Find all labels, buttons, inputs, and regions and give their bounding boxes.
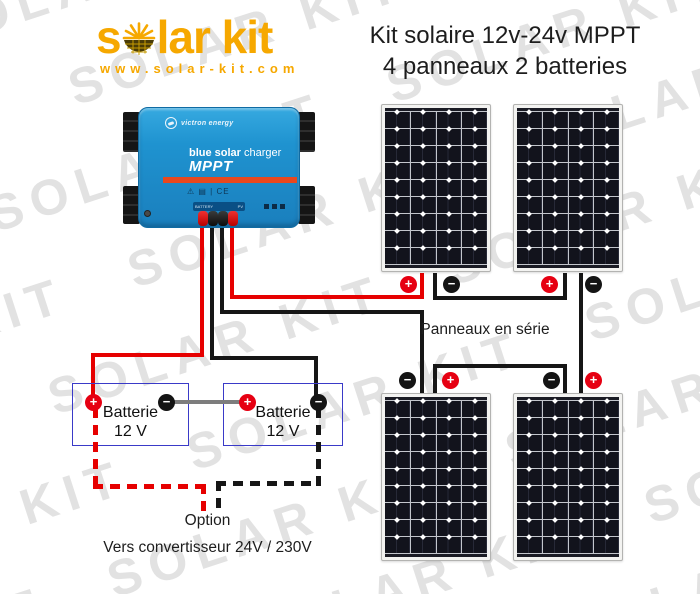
badge-battery-left-minus: − bbox=[158, 394, 175, 411]
wire-series-right-vertical bbox=[579, 273, 583, 393]
badge-panel-bl-minus: − bbox=[399, 372, 416, 389]
wire-battery-negative-v1 bbox=[210, 216, 214, 360]
badge-panel-br-minus: − bbox=[543, 372, 560, 389]
wire-battery-positive-h bbox=[91, 353, 204, 357]
badge-battery-right-plus: + bbox=[239, 394, 256, 411]
controller-orange-stripe bbox=[163, 177, 297, 183]
wire-option-red-h bbox=[93, 484, 206, 489]
solar-panel-top-left bbox=[381, 104, 491, 272]
connector-dots bbox=[264, 204, 285, 209]
badge-battery-left-plus: + bbox=[85, 394, 102, 411]
badge-panel-tl-plus: + bbox=[400, 276, 417, 293]
certification-icons: ⚠ ▤ | CE bbox=[187, 187, 230, 196]
wire-battery-positive-v1 bbox=[200, 216, 204, 357]
title-line-2: 4 panneaux 2 batteries bbox=[382, 53, 628, 80]
victron-brand-name: victron energy bbox=[181, 119, 234, 127]
terminal-block: BATTERY PV bbox=[193, 202, 245, 211]
panel-grid bbox=[517, 400, 619, 554]
wire-battery-negative-h bbox=[210, 356, 318, 360]
screw-icon bbox=[144, 210, 151, 217]
mppt-controller: victron energy blue solar charger MPPT ⚠… bbox=[138, 107, 300, 228]
wire-option-black-h bbox=[216, 481, 321, 486]
terminal-label-battery: BATTERY bbox=[195, 204, 214, 209]
wire-series-bottom-v2 bbox=[563, 364, 567, 393]
wire-option-black-v2 bbox=[216, 481, 221, 514]
wire-pv-negative-v2 bbox=[420, 310, 424, 393]
logo-url: www.solar-kit.com bbox=[100, 61, 300, 76]
terminal-label-pv: PV bbox=[237, 204, 243, 209]
battery-left: Batterie 12 V bbox=[72, 383, 189, 446]
wire-option-red-v1 bbox=[93, 408, 98, 489]
terminal-battery-negative bbox=[208, 211, 218, 226]
badge-panel-tl-minus: − bbox=[443, 276, 460, 293]
battery-right-name: Batterie bbox=[255, 404, 311, 421]
page-title: Kit solaire 12v-24v MPPT 4 panneaux 2 ba… bbox=[340, 20, 670, 82]
logo-text-post: lar kit bbox=[156, 11, 274, 63]
battery-left-voltage: 12 V bbox=[114, 423, 147, 440]
panel-grid bbox=[385, 400, 487, 554]
wire-series-top-v2 bbox=[563, 273, 567, 300]
controller-model: MPPT bbox=[189, 158, 233, 175]
wire-pv-negative-h bbox=[220, 310, 424, 314]
heatsink-fin-left-bottom bbox=[123, 186, 140, 224]
title-line-1: Kit solaire 12v-24v MPPT bbox=[369, 22, 641, 49]
controller-product-name: blue solar charger bbox=[189, 147, 282, 159]
terminal-pv-positive bbox=[228, 211, 238, 226]
battery-right: Batterie 12 V bbox=[223, 383, 343, 446]
terminal-pv-negative bbox=[218, 211, 228, 226]
wire-series-bottom-h bbox=[433, 364, 567, 368]
victron-emblem-icon bbox=[165, 117, 177, 129]
logo-text-pre: s bbox=[96, 11, 122, 63]
option-line-1: Option bbox=[184, 512, 231, 529]
heatsink-fin-right-top bbox=[298, 112, 315, 152]
battery-right-voltage: 12 V bbox=[266, 423, 300, 440]
badge-panel-tr-minus: − bbox=[585, 276, 602, 293]
wire-option-black-v1 bbox=[316, 408, 321, 486]
solar-panel-bottom-right bbox=[513, 393, 623, 561]
wire-series-top-v1 bbox=[433, 273, 437, 300]
option-line-2: Vers convertisseur 24V / 230V bbox=[103, 539, 312, 556]
victron-brand: victron energy bbox=[165, 117, 233, 129]
wire-pv-positive-v1 bbox=[230, 216, 234, 299]
wire-battery-interlink bbox=[166, 400, 248, 404]
wire-pv-positive-h bbox=[230, 295, 424, 299]
wire-battery-positive-v2 bbox=[91, 353, 95, 402]
sun-icon bbox=[122, 22, 155, 55]
solar-panel-bottom-left bbox=[381, 393, 491, 561]
wire-series-bottom-v1 bbox=[433, 364, 437, 393]
solar-kit-logo: s bbox=[96, 14, 299, 76]
wire-battery-negative-v2 bbox=[314, 356, 318, 404]
badge-battery-right-minus: − bbox=[310, 394, 327, 411]
wire-series-top-h bbox=[433, 296, 567, 300]
wire-pv-positive-v2 bbox=[420, 273, 424, 299]
logo-text: s bbox=[96, 14, 299, 60]
battery-left-name: Batterie bbox=[102, 404, 159, 421]
heatsink-fin-left-top bbox=[123, 112, 140, 152]
wire-option-red-v2 bbox=[201, 484, 206, 514]
heatsink-fin-right-bottom bbox=[298, 186, 315, 224]
badge-panel-br-plus: + bbox=[585, 372, 602, 389]
wire-pv-negative-v1 bbox=[220, 216, 224, 314]
panel-grid bbox=[385, 111, 487, 265]
badge-panel-bl-plus: + bbox=[442, 372, 459, 389]
badge-panel-tr-plus: + bbox=[541, 276, 558, 293]
panel-grid bbox=[517, 111, 619, 265]
solar-panel-top-right bbox=[513, 104, 623, 272]
series-connection-label: Panneaux en série bbox=[420, 321, 550, 338]
inverter-option-label: Option Vers convertisseur 24V / 230V bbox=[45, 507, 370, 561]
terminal-battery-positive bbox=[198, 211, 208, 226]
